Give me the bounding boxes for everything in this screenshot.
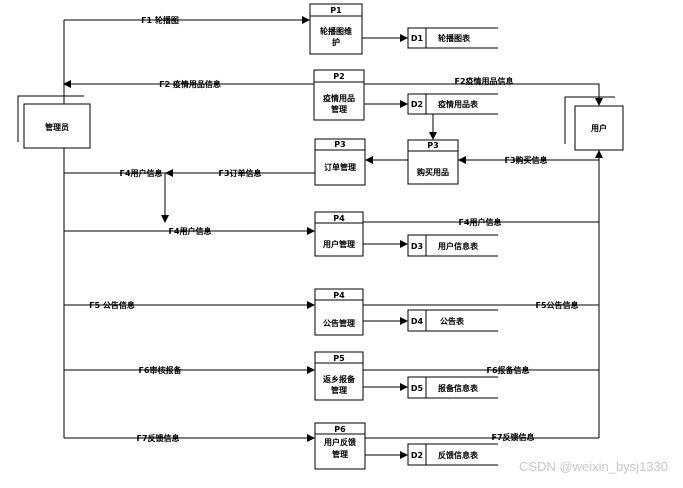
entity-admin-label: 管理员	[45, 122, 69, 132]
process-p4-notice-id: P4	[333, 291, 345, 300]
store-d4-id: D4	[411, 317, 424, 326]
flow-f3-buy-label: F3购买信息	[504, 155, 547, 165]
store-d2: D2 疫情用品表	[407, 93, 498, 115]
flow-f2-right-label: F2疫情用品信息	[454, 76, 513, 86]
store-d2-feedback-name: 反馈信息表	[438, 450, 479, 460]
watermark-text: CSDN @weixin_bysj1330	[519, 459, 668, 474]
process-p1-name-line1: 轮播图维	[320, 26, 352, 36]
process-p4-user: P4 用户管理	[314, 211, 364, 257]
process-p2-id: P2	[333, 72, 344, 81]
store-d2-name: 疫情用品表	[438, 99, 479, 109]
store-d2-feedback: D2 反馈信息表	[407, 443, 498, 466]
flow-f2-left-label: F2 疫情用品信息	[159, 79, 221, 89]
store-d3: D3 用户信息表	[407, 234, 498, 257]
process-p6: P6 用户反馈 管理	[314, 422, 366, 470]
flow-f4-left1-label: F4用户信息	[119, 168, 162, 178]
store-d3-id: D3	[411, 242, 423, 251]
store-d4-name: 公告表	[440, 316, 465, 326]
process-p4-user-name: 用户管理	[322, 239, 355, 249]
process-p3-buy-id: P3	[427, 141, 438, 150]
process-p5-name-line1: 返乡报备	[323, 374, 356, 384]
entity-user-label: 用户	[590, 123, 607, 133]
entity-admin: 管理员	[17, 95, 91, 149]
process-p5: P5 返乡报备 管理	[314, 351, 364, 401]
entity-user: 用户	[564, 96, 624, 151]
store-d1: D1 轮播图表	[407, 27, 498, 49]
process-p4-notice-name: 公告管理	[323, 318, 355, 328]
store-d2-id: D2	[411, 100, 423, 109]
process-p3-buy-name: 购买用品	[417, 167, 449, 177]
store-d3-name: 用户信息表	[437, 241, 479, 251]
process-p5-name-line2: 管理	[331, 385, 347, 395]
store-d1-name: 轮播图表	[438, 33, 471, 43]
process-p1: P1 轮播图维 护	[309, 3, 363, 55]
process-p2-name-line2: 管理	[331, 104, 347, 114]
process-p4-notice: P4 公告管理	[314, 288, 364, 336]
process-p6-id: P6	[334, 425, 346, 434]
flow-f6-left-label: F6审核报备	[138, 365, 182, 375]
process-p3-order: P3 订单管理	[314, 138, 366, 186]
process-p2-name-line1: 疫情用品	[323, 93, 355, 103]
process-p1-name-line2: 护	[332, 37, 340, 47]
store-d5-id: D5	[411, 384, 424, 393]
flow-f4-left2-label: F4用户信息	[168, 226, 211, 236]
flow-f4-right-label: F4用户信息	[458, 217, 501, 227]
process-p6-name-line1: 用户反馈	[323, 437, 356, 447]
store-d1-id: D1	[411, 34, 424, 43]
flow-f1-label: F1 轮播图	[141, 15, 179, 25]
store-d5: D5 报备信息表	[407, 376, 498, 399]
process-p3-buy: P3 购买用品	[407, 139, 459, 185]
flow-f3-order-label: F3订单信息	[218, 168, 261, 178]
process-p3-order-id: P3	[334, 140, 345, 149]
store-d2-feedback-id: D2	[411, 451, 423, 460]
process-p1-id: P1	[330, 6, 342, 15]
process-p4-user-id: P4	[333, 214, 345, 223]
store-d4: D4 公告表	[407, 309, 498, 332]
process-p5-id: P5	[333, 354, 345, 363]
process-p2: P2 疫情用品 管理	[313, 69, 365, 121]
store-d5-name: 报备信息表	[438, 383, 479, 393]
flow-f5-left-label: F5 公告信息	[89, 300, 135, 310]
flow-f6-right-label: F6报备信息	[486, 365, 529, 375]
flow-f7-right-label: F7反馈信息	[491, 432, 534, 442]
flow-f2-right-line	[364, 83, 603, 106]
flow-f7-left-label: F7反馈信息	[136, 433, 179, 443]
process-p6-name-line2: 管理	[332, 449, 348, 459]
flow-f5-right-label: F5公告信息	[535, 300, 578, 310]
process-p3-order-name: 订单管理	[324, 162, 356, 172]
